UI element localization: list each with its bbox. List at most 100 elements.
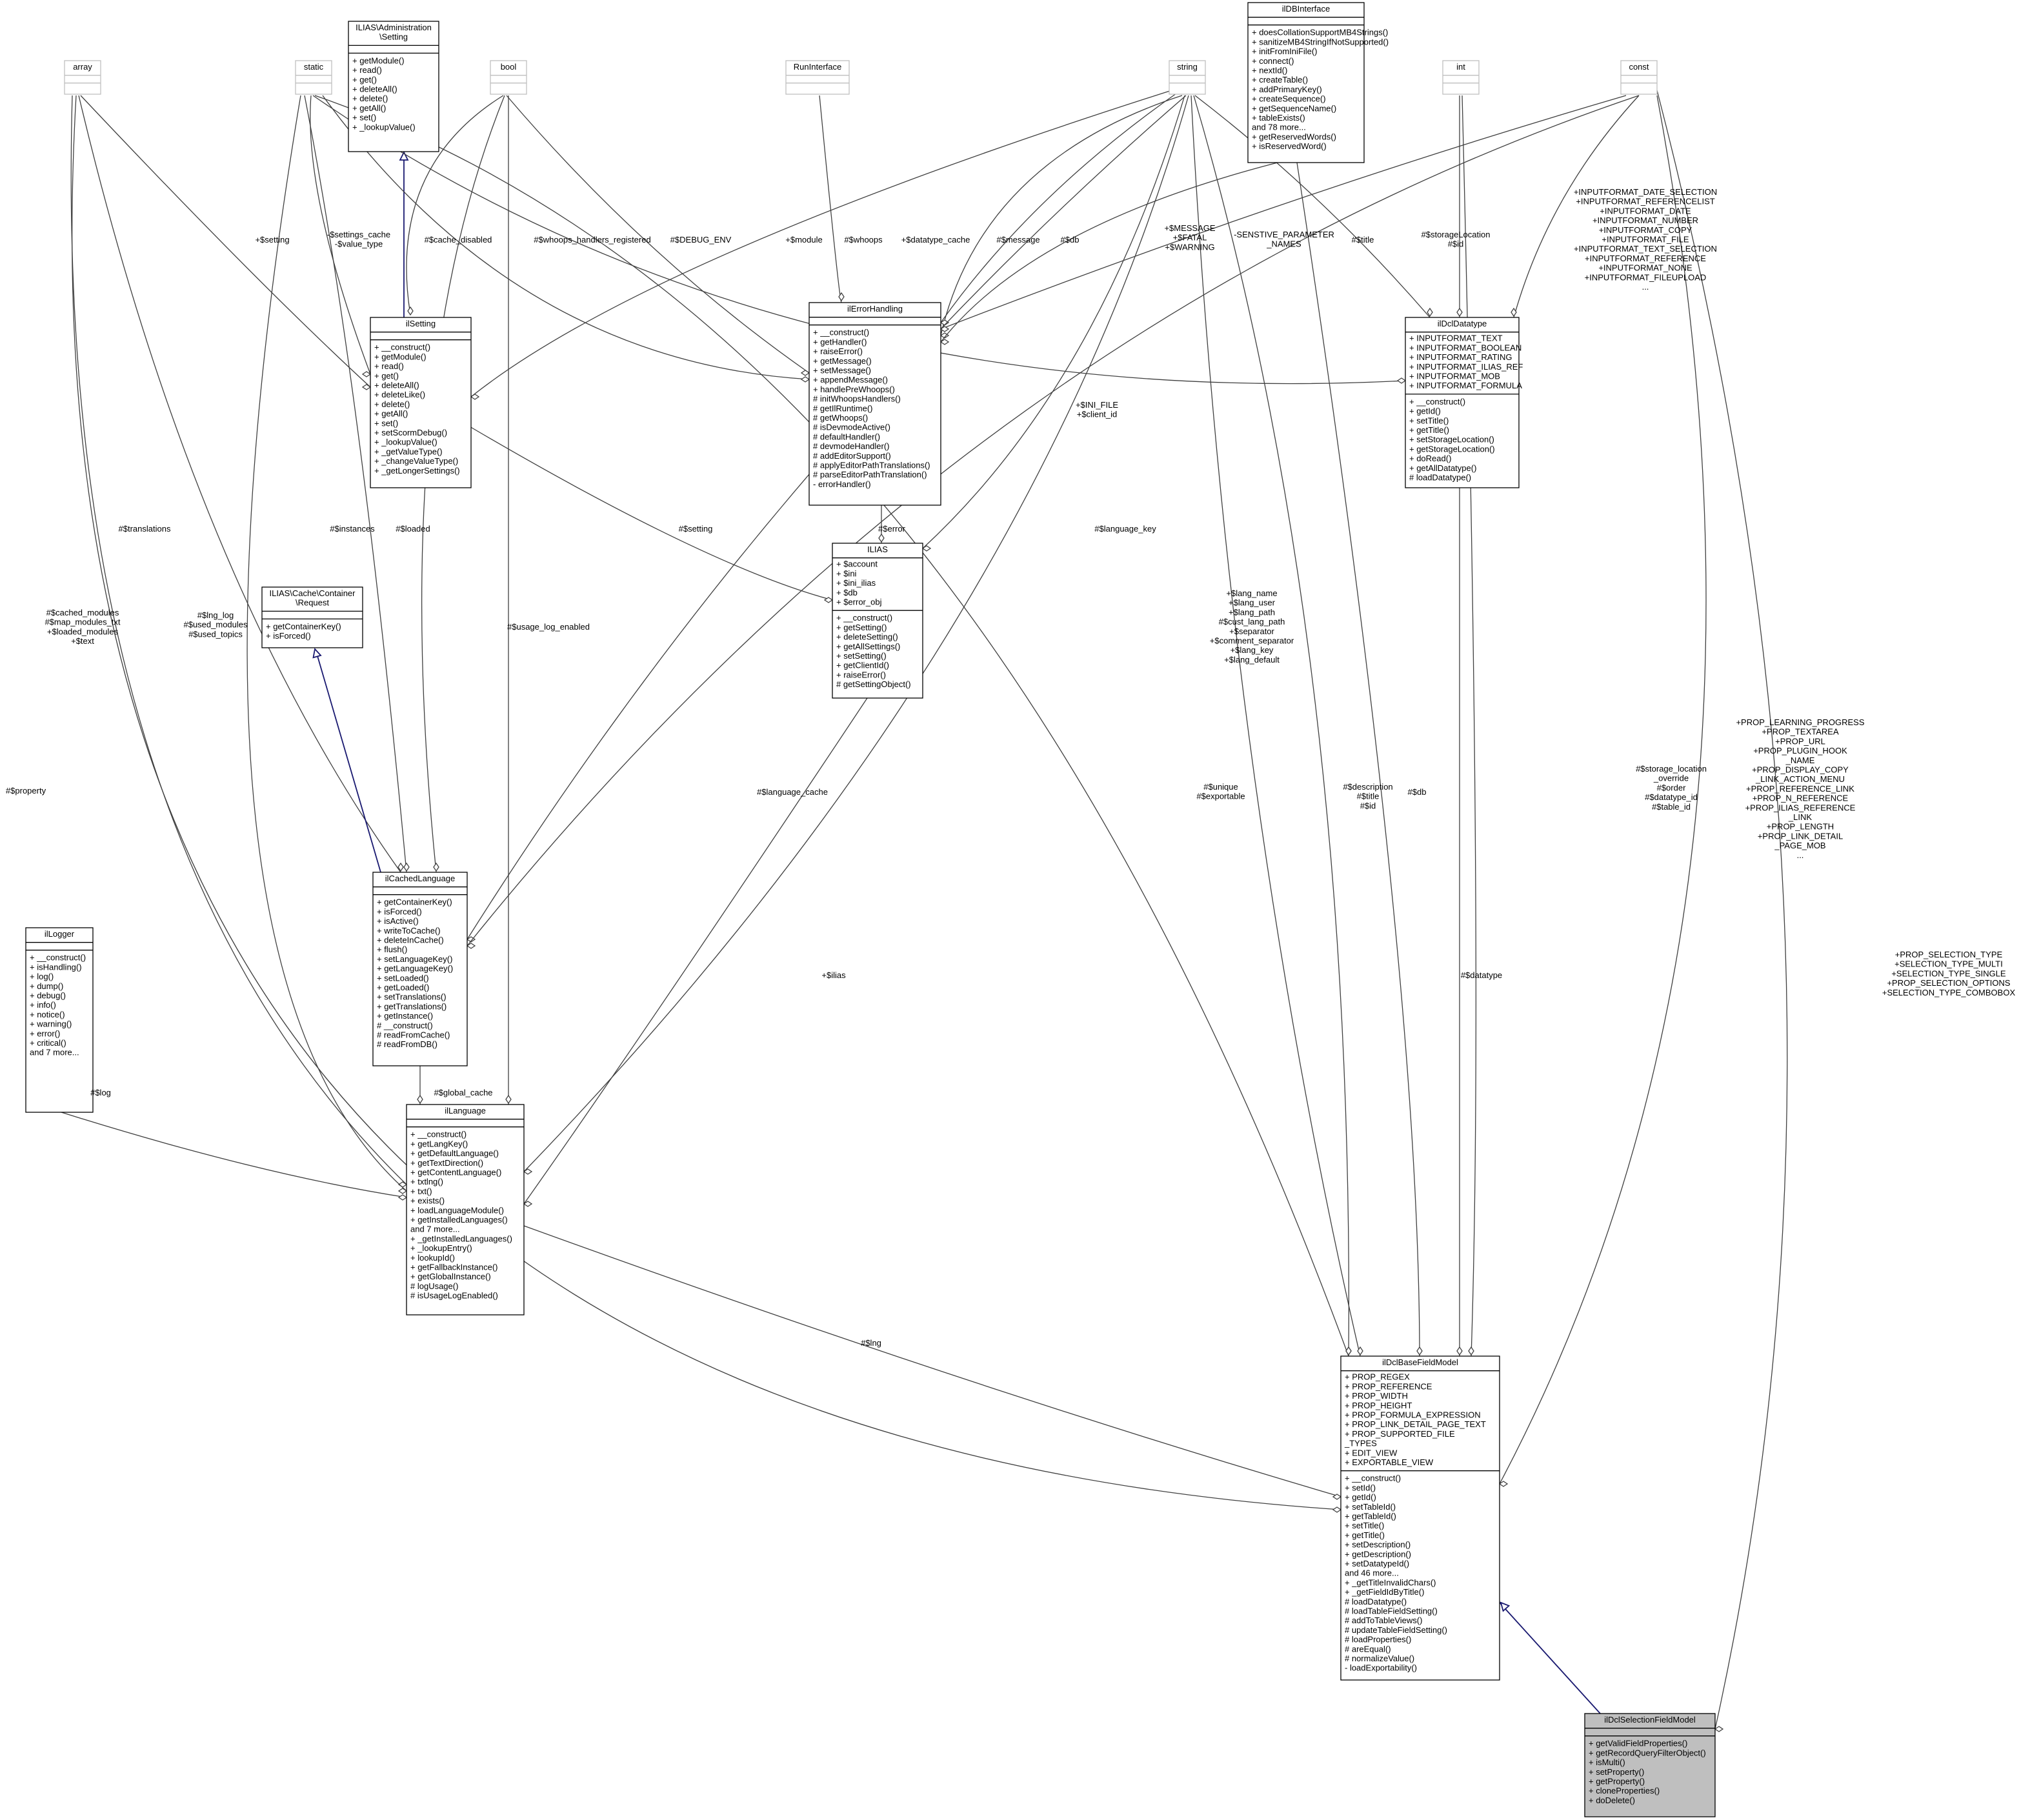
class-title: ilLogger xyxy=(45,929,75,939)
class-operation: + getAll() xyxy=(352,103,386,113)
class-attribute: + $account xyxy=(836,559,878,569)
class-operation: # parseEditorPathTranslation() xyxy=(813,470,927,479)
class-operation: + setProperty() xyxy=(1589,1767,1644,1777)
association-edge-19 xyxy=(78,95,401,873)
edge-label-translations: #$translations xyxy=(119,524,171,534)
class-operation: and 46 more... xyxy=(1345,1568,1399,1578)
class-attribute: _TYPES xyxy=(1344,1439,1377,1448)
class-ildbinterface[interactable]: ilDBInterface+ doesCollationSupportMB4St… xyxy=(1247,2,1389,163)
edge-label-line: +SELECTION_TYPE_MULTI xyxy=(1894,959,2003,969)
class-operation: # updateTableFieldSetting() xyxy=(1345,1625,1447,1635)
class-operation: + _changeValueType() xyxy=(374,456,458,466)
class-admin-setting[interactable]: ILIAS\Administration\Setting+ getModule(… xyxy=(348,21,439,152)
association-edge-15 xyxy=(1513,95,1640,318)
class-string[interactable]: string xyxy=(1169,60,1206,95)
class-selection[interactable]: ilDclSelectionFieldModel+ getValidFieldP… xyxy=(1584,1713,1716,1817)
association-edge-22 xyxy=(467,95,1187,940)
class-illogger[interactable]: ilLogger+ __construct()+ isHandling()+ l… xyxy=(25,927,94,1113)
class-title: ilCachedLanguage xyxy=(385,874,455,883)
class-operation: + raiseError() xyxy=(836,670,886,679)
association-edge-11 xyxy=(940,95,1627,330)
class-operation: + read() xyxy=(374,361,404,371)
class-operation: + log() xyxy=(30,972,54,981)
aggregation-diamond xyxy=(397,1194,408,1201)
class-operation: + getContainerKey() xyxy=(377,897,452,907)
class-ilias[interactable]: ILIAS+ $account+ $ini+ $ini_ilias+ $db+ … xyxy=(832,543,923,699)
class-operation: + getAllDatatype() xyxy=(1409,463,1476,473)
class-operation: + getAll() xyxy=(374,409,408,419)
class-operation: + handlePreWhoops() xyxy=(813,385,895,394)
class-box xyxy=(1247,2,1365,163)
class-attribute: + INPUTFORMAT_FORMULA xyxy=(1409,381,1522,390)
class-operation: + doRead() xyxy=(1409,454,1451,463)
triangle-shape xyxy=(399,150,409,161)
association-edge-10 xyxy=(940,90,1181,323)
edge-label-line: #$cached_modules xyxy=(46,608,119,617)
edge-label-setting: +$setting xyxy=(255,235,289,245)
edge-label-message: #$message xyxy=(996,235,1040,245)
class-operation: # isUsageLogEnabled() xyxy=(410,1291,498,1301)
aggregation-diamond xyxy=(1511,307,1517,317)
class-operation: + addPrimaryKey() xyxy=(1252,85,1322,94)
class-operation: - errorHandler() xyxy=(813,479,871,489)
class-title: RunInterface xyxy=(794,62,841,72)
class-operation: + notice() xyxy=(30,1010,65,1019)
diamond-shape xyxy=(1714,1726,1724,1732)
edge-label-line: +PROP_SELECTION_TYPE xyxy=(1895,950,2003,959)
diamond-shape xyxy=(361,384,372,390)
class-ilcachedlanguage[interactable]: ilCachedLanguage+ getContainerKey()+ isF… xyxy=(372,872,468,1066)
class-runinterface[interactable]: RunInterface xyxy=(785,60,850,95)
edge-label-line: ... xyxy=(1642,282,1649,292)
class-attribute: + PROP_REGEX xyxy=(1345,1372,1410,1382)
class-title: ilDclBaseFieldModel xyxy=(1382,1357,1458,1367)
class-cache-request[interactable]: ILIAS\Cache\Container\Request+ getContai… xyxy=(261,586,363,648)
aggregation-diamond xyxy=(361,384,372,390)
edge-label-line: #$title xyxy=(1352,235,1374,245)
class-title: ilDBInterface xyxy=(1282,4,1330,14)
class-operation: + getDefaultLanguage() xyxy=(410,1148,499,1158)
class-ilsetting[interactable]: ilSetting+ __construct()+ getModule()+ r… xyxy=(370,317,472,488)
class-operation: # defaultHandler() xyxy=(813,432,880,441)
class-operation: + _getValueType() xyxy=(374,446,443,456)
class-operation: + getReservedWords() xyxy=(1252,132,1336,141)
aggregation-diamond xyxy=(1332,1494,1342,1500)
class-operation: # isDevmodeActive() xyxy=(813,423,890,432)
class-operation: # initWhoopsHandlers() xyxy=(813,394,901,404)
edge-label-lang-name: +$lang_name+$lang_user+$lang_path#$cust_… xyxy=(1210,588,1294,665)
class-operation: # readFromDB() xyxy=(377,1039,437,1049)
class-operation: + deleteLike() xyxy=(374,390,425,399)
association-edge-33 xyxy=(523,1225,1341,1497)
class-operation: + debug() xyxy=(30,991,66,1001)
class-operation: + _lookupValue() xyxy=(352,122,416,132)
class-int[interactable]: int xyxy=(1442,60,1480,95)
class-static[interactable]: static xyxy=(295,60,332,95)
class-operation: # readFromCache() xyxy=(377,1030,450,1040)
class-basefield[interactable]: ilDclBaseFieldModel+ PROP_REGEX+ PROP_RE… xyxy=(1340,1355,1500,1681)
class-operation: + critical() xyxy=(30,1038,66,1048)
aggregation-diamond xyxy=(1456,1346,1463,1356)
edge-label-line: +$module xyxy=(785,235,822,245)
class-operation: + isHandling() xyxy=(30,962,82,972)
class-operation: + __construct() xyxy=(1409,397,1465,406)
class-operation: + read() xyxy=(352,65,382,75)
class-operation: + getId() xyxy=(1345,1492,1376,1502)
class-operation: + setTranslations() xyxy=(377,992,447,1002)
class-bool[interactable]: bool xyxy=(490,60,527,95)
edge-label-line: #$cache_disabled xyxy=(425,235,492,245)
class-const[interactable]: const xyxy=(1620,60,1658,95)
class-operation: + error() xyxy=(30,1028,60,1038)
edge-label-line: +$ilias xyxy=(821,970,846,980)
class-ilerrorhandling[interactable]: ilErrorHandling+ __construct()+ getHandl… xyxy=(809,302,941,506)
class-box xyxy=(370,317,472,488)
class-box xyxy=(1169,60,1206,95)
class-box xyxy=(295,60,332,95)
edge-label-prop-learning: +PROP_LEARNING_PROGRESS+PROP_TEXTAREA+PR… xyxy=(1736,717,1864,860)
diamond-shape xyxy=(466,943,476,949)
class-ildcldatatype[interactable]: ilDclDatatype+ INPUTFORMAT_TEXT+ INPUTFO… xyxy=(1405,317,1523,488)
class-illanguage[interactable]: ilLanguage+ __construct()+ getLangKey()+… xyxy=(406,1104,525,1315)
diamond-shape xyxy=(397,1194,408,1201)
class-attribute: + $error_obj xyxy=(836,597,882,607)
edge-label-line: +$lang_name xyxy=(1226,588,1277,598)
class-operation: + getModule() xyxy=(352,55,405,65)
class-array[interactable]: array xyxy=(64,60,101,95)
